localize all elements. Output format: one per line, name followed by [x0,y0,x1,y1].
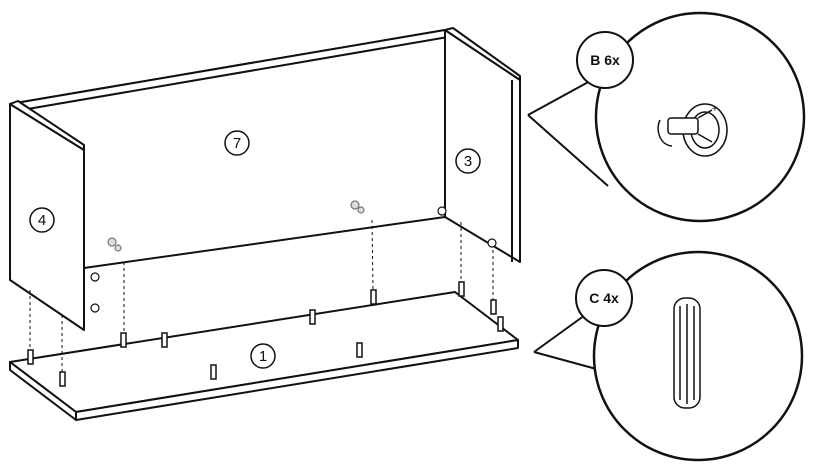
dowel-peg [59,371,66,387]
part-number-badge [455,148,481,174]
part-number-badge [250,343,276,369]
screw-marks [90,206,497,313]
callout-label-badge [576,31,634,89]
callout-label-badge [575,269,633,327]
cam-lock-icon: + [657,103,728,157]
left-side-panel-edge [9,100,85,151]
dowel-peg [27,349,34,365]
callout-label-cam-lock: B 6x [590,52,620,68]
dowel-peg [356,342,363,358]
part-number-badge [224,130,250,156]
callout-label-dowel: C 4x [589,290,619,306]
part-label-right-side: 3 [464,153,472,170]
right-side-panel-face [444,29,521,263]
right-side-panel-edge [444,27,521,81]
dowel-peg [370,289,377,305]
part-label-bottom: 1 [259,348,267,365]
dowel-peg [497,316,504,332]
dowel-peg [120,332,127,348]
part-label-back: 7 [233,135,241,152]
bottom-panel-hardware [27,281,504,387]
callout-dowel: C 4x [533,250,804,462]
dowel-icon [673,297,701,409]
part-label-left-side: 4 [38,212,46,229]
dowel-peg [210,364,217,380]
dowel-peg [309,309,316,325]
bottom-panel-side-edge [75,339,519,421]
right-side-panel [444,27,521,263]
dowel-peg [458,281,465,297]
part-number-badge [29,207,55,233]
svg-text:+: + [712,104,718,115]
dowel-peg [161,332,168,348]
cam-lock-marks [107,200,365,252]
callout-cam-lock: B 6x + [527,11,806,223]
alignment-lines [29,219,494,372]
dowel-peg [490,299,497,315]
